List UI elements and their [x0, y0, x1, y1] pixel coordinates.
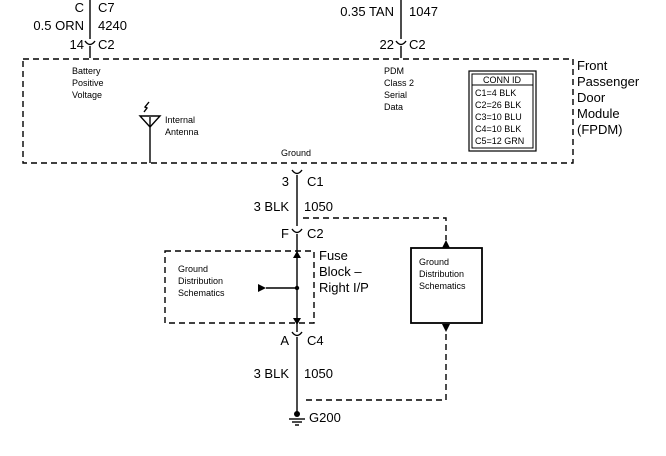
fuse-block-inner-label: Ground Distribution Schematics	[178, 264, 225, 298]
battery-feed-wire: C C7 0.5 ORN 4240 14 C2	[33, 0, 127, 58]
conn-id-title: CONN ID	[483, 75, 522, 85]
svg-text:Schematics: Schematics	[178, 288, 225, 298]
ground-wire-1050: 3 C1 3 BLK 1050 F C2	[254, 169, 333, 250]
battery-voltage-label: Battery Positive Voltage	[72, 66, 104, 100]
ground-g200-label: G200	[309, 410, 341, 425]
svg-text:Positive: Positive	[72, 78, 104, 88]
antenna-icon	[138, 101, 162, 163]
ground-wire-color: 3 BLK	[254, 199, 290, 214]
bottom-wire-circuit: 1050	[304, 366, 333, 381]
c4-connector: C4	[307, 333, 324, 348]
svg-text:(FPDM): (FPDM)	[577, 122, 623, 137]
svg-text:Right I/P: Right I/P	[319, 280, 369, 295]
top-left-connector-pin: C	[75, 0, 84, 15]
top-left-connector: C7	[98, 0, 115, 15]
top-left-module-pin: 14	[70, 37, 84, 52]
fuse-block-bus	[258, 250, 301, 325]
fuse-block-name: Fuse Block – Right I/P	[319, 248, 369, 295]
bottom-wire-color: 3 BLK	[254, 366, 290, 381]
svg-text:Block –: Block –	[319, 264, 362, 279]
svg-text:Battery: Battery	[72, 66, 101, 76]
conn-id-row: C4=10 BLK	[475, 124, 521, 134]
pdm-serial-data-label: PDM Class 2 Serial Data	[384, 66, 414, 112]
svg-text:Class 2: Class 2	[384, 78, 414, 88]
reference-dashed-paths	[303, 217, 450, 401]
top-right-wire-color: 0.35 TAN	[340, 4, 394, 19]
svg-text:Voltage: Voltage	[72, 90, 102, 100]
svg-text:Passenger: Passenger	[577, 74, 640, 89]
conn-id-row: C2=26 BLK	[475, 100, 521, 110]
fuse-block-box	[164, 250, 315, 324]
svg-text:Distribution: Distribution	[178, 276, 223, 286]
svg-text:Schematics: Schematics	[419, 281, 466, 291]
c2-connector: C2	[307, 226, 324, 241]
ground-distribution-ref-label: Ground Distribution Schematics	[419, 257, 466, 291]
ground-symbol-icon	[289, 411, 305, 426]
svg-text:Ground: Ground	[178, 264, 208, 274]
c1-connector: C1	[307, 174, 324, 189]
c4-pin: A	[280, 333, 289, 348]
conn-id-row: C1=4 BLK	[475, 88, 516, 98]
svg-text:Module: Module	[577, 106, 620, 121]
top-right-circuit: 1047	[409, 4, 438, 19]
conn-id-row: C3=10 BLU	[475, 112, 522, 122]
svg-text:Internal: Internal	[165, 115, 195, 125]
svg-text:Serial: Serial	[384, 90, 407, 100]
fpdm-module-box	[22, 58, 574, 164]
top-right-module-connector: C2	[409, 37, 426, 52]
svg-text:Antenna: Antenna	[165, 127, 199, 137]
svg-text:Door: Door	[577, 90, 606, 105]
arrow-icon	[258, 284, 266, 292]
antenna-label: Internal Antenna	[165, 115, 199, 137]
fpdm-module-name: Front Passenger Door Module (FPDM)	[577, 58, 640, 137]
top-left-circuit: 4240	[98, 18, 127, 33]
conn-id-table: CONN ID C1=4 BLK C2=26 BLK C3=10 BLU C4=…	[468, 70, 537, 152]
top-left-module-connector: C2	[98, 37, 115, 52]
svg-text:Fuse: Fuse	[319, 248, 348, 263]
svg-text:Data: Data	[384, 102, 403, 112]
svg-text:Front: Front	[577, 58, 608, 73]
svg-text:Distribution: Distribution	[419, 269, 464, 279]
bottom-ground-wire: A C4 3 BLK 1050	[254, 325, 333, 412]
svg-text:Ground: Ground	[419, 257, 449, 267]
top-left-wire-color: 0.5 ORN	[33, 18, 84, 33]
ground-label: Ground	[281, 148, 311, 158]
top-right-module-pin: 22	[380, 37, 394, 52]
c1-pin: 3	[282, 174, 289, 189]
svg-text:PDM: PDM	[384, 66, 404, 76]
conn-id-row: C5=12 GRN	[475, 136, 524, 146]
ground-wire-circuit: 1050	[304, 199, 333, 214]
serial-data-wire: 0.35 TAN 1047 22 C2	[340, 0, 438, 58]
c2-pin: F	[281, 226, 289, 241]
